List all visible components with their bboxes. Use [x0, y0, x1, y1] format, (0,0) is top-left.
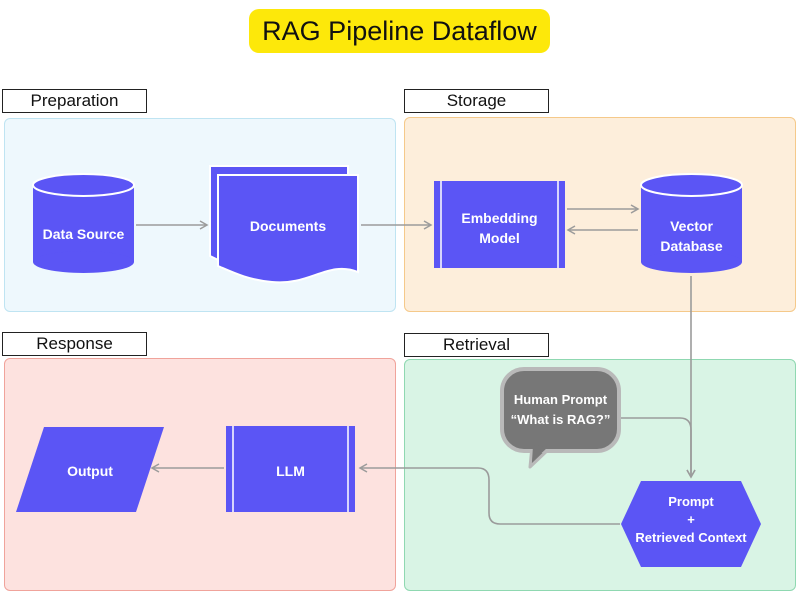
- documents-shape: [209, 165, 359, 284]
- data-source-label: Data Source: [42, 226, 125, 242]
- llm-shape: [226, 426, 355, 512]
- prompt-context-label-line2: +: [687, 512, 695, 527]
- human-prompt-label-line1: Human Prompt: [513, 392, 608, 407]
- human-prompt-label: Human Prompt “What is RAG?”: [502, 389, 619, 431]
- human-prompt-shape: [500, 367, 621, 469]
- section-label-retrieval: Retrieval: [404, 333, 549, 357]
- vector-database-label-line2: Database: [660, 238, 723, 254]
- page-title: RAG Pipeline Dataflow: [249, 9, 550, 53]
- vector-database-label: Vector Database: [641, 214, 742, 258]
- output-label: Output: [67, 463, 113, 479]
- prompt-context-label-line3: Retrieved Context: [635, 530, 747, 545]
- section-label-storage: Storage: [404, 89, 549, 113]
- prompt-context-shape: [621, 481, 761, 567]
- llm-label: LLM: [276, 463, 305, 479]
- output-shape: [16, 427, 164, 512]
- prompt-context-label: Prompt + Retrieved Context: [621, 490, 761, 550]
- embedding-model-shape: [434, 181, 565, 268]
- section-label-response: Response: [2, 332, 147, 356]
- arrow-prompt-to-llm: [358, 463, 620, 525]
- embedding-model-label-line2: Model: [479, 230, 520, 246]
- embedding-model-label-line1: Embedding: [461, 210, 538, 226]
- embedding-model-label: Embedding Model: [434, 206, 565, 250]
- vector-database-label-line1: Vector: [670, 218, 713, 234]
- vector-database-shape: [640, 173, 743, 273]
- human-prompt-label-line2: “What is RAG?”: [510, 412, 611, 427]
- prompt-context-label-line1: Prompt: [668, 494, 714, 509]
- section-label-preparation: Preparation: [2, 89, 147, 113]
- data-source-shape: [32, 173, 135, 273]
- arrow-humanprompt-to-prompt: [621, 417, 696, 479]
- documents-label: Documents: [249, 218, 327, 234]
